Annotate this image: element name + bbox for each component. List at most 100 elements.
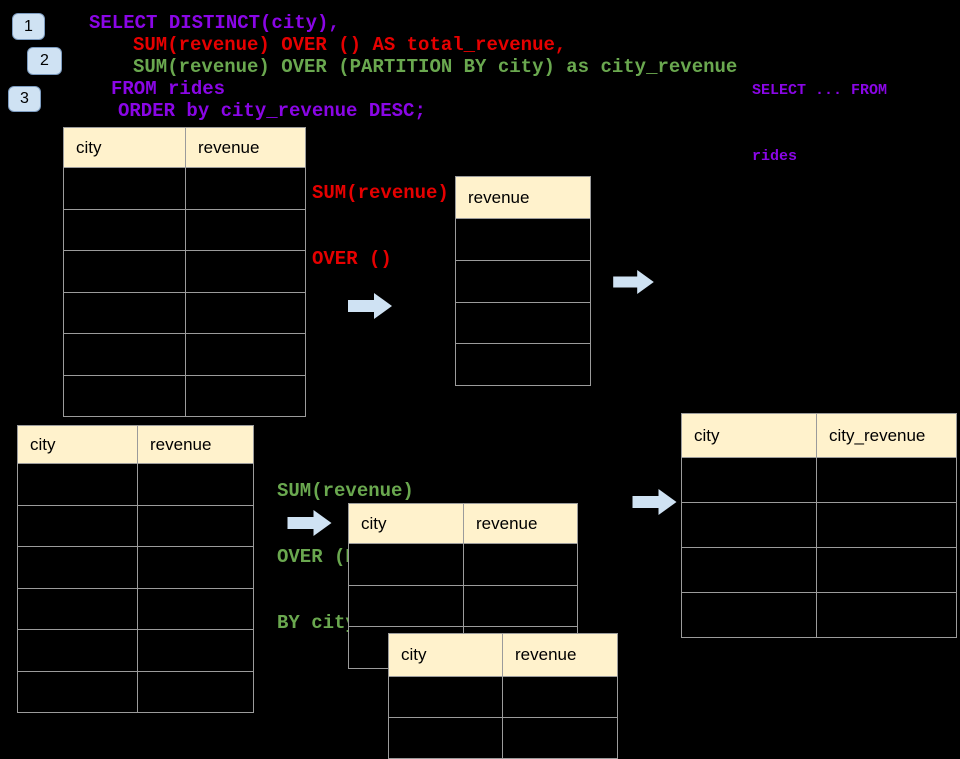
sql-line-select: SELECT DISTINCT(city), — [89, 12, 340, 34]
table-row — [388, 717, 618, 759]
empty-cell — [185, 167, 306, 210]
table-row — [348, 543, 578, 586]
table-source-top: city revenue — [63, 127, 306, 417]
label-sum-over-all-line-2: OVER () — [312, 248, 392, 270]
column-header-city: city — [348, 503, 464, 544]
empty-cell — [816, 457, 957, 503]
empty-cell — [63, 208, 186, 251]
label-sum-partition-line-1: SUM(revenue) — [277, 480, 414, 502]
empty-cell — [137, 629, 254, 672]
empty-cell — [185, 374, 306, 417]
table-row — [388, 676, 618, 718]
empty-cell — [455, 259, 591, 303]
table-row — [63, 208, 306, 251]
table-row — [681, 547, 957, 593]
empty-cell — [681, 592, 817, 638]
empty-cell — [63, 291, 186, 334]
label-sum-over-all: SUM(revenue) OVER () — [312, 138, 449, 292]
table-row — [17, 629, 254, 672]
header-row: city city_revenue — [681, 413, 957, 458]
empty-cell — [348, 543, 464, 586]
table-row — [348, 584, 578, 628]
column-header-city: city — [17, 425, 138, 464]
empty-cell — [816, 502, 957, 548]
table-row — [455, 343, 591, 387]
header-row: city revenue — [63, 127, 306, 168]
empty-cell — [137, 504, 254, 547]
empty-cell — [17, 670, 138, 713]
empty-cell — [63, 167, 186, 210]
column-header-revenue: revenue — [185, 127, 306, 168]
column-header-city-revenue: city_revenue — [816, 413, 957, 458]
empty-cell — [502, 717, 618, 759]
side-note-line-1: SELECT ... FROM — [752, 82, 888, 99]
empty-cell — [502, 676, 618, 718]
table-row — [17, 546, 254, 589]
table-partition-front: city revenue — [388, 633, 618, 759]
empty-cell — [463, 584, 578, 628]
arrow-right-icon — [348, 293, 392, 319]
sql-line-total-revenue: SUM(revenue) OVER () AS total_revenue, — [133, 34, 567, 56]
empty-cell — [388, 717, 503, 759]
empty-cell — [137, 587, 254, 630]
empty-cell — [388, 676, 503, 718]
label-sum-over-all-line-1: SUM(revenue) — [312, 182, 449, 204]
empty-cell — [185, 250, 306, 293]
empty-cell — [463, 543, 578, 586]
empty-cell — [816, 547, 957, 593]
sql-line-from: FROM rides — [111, 78, 226, 100]
sql-line-city-revenue: SUM(revenue) OVER (PARTITION BY city) as… — [133, 56, 738, 78]
empty-cell — [185, 208, 306, 251]
arrow-right-icon — [613, 270, 654, 294]
empty-cell — [455, 343, 591, 387]
empty-cell — [348, 584, 464, 628]
table-result: city city_revenue — [681, 413, 957, 638]
column-header-city: city — [63, 127, 186, 168]
table-row — [681, 502, 957, 548]
empty-cell — [455, 218, 591, 261]
table-revenue-projection: revenue — [455, 176, 591, 387]
empty-cell — [137, 670, 254, 713]
table-row — [63, 374, 306, 417]
column-header-city: city — [388, 633, 503, 677]
table-row — [17, 587, 254, 630]
empty-cell — [185, 333, 306, 376]
empty-cell — [63, 250, 186, 293]
step-badge-1: 1 — [12, 13, 45, 40]
empty-cell — [17, 546, 138, 589]
table-row — [681, 592, 957, 638]
empty-cell — [185, 291, 306, 334]
table-row — [455, 301, 591, 345]
arrow-right-icon — [287, 510, 332, 536]
header-row: city revenue — [17, 425, 254, 464]
column-header-revenue: revenue — [502, 633, 618, 677]
empty-cell — [455, 301, 591, 345]
empty-cell — [63, 333, 186, 376]
table-row — [17, 504, 254, 547]
side-note: SELECT ... FROM rides — [752, 36, 887, 190]
empty-cell — [816, 592, 957, 638]
empty-cell — [63, 374, 186, 417]
side-note-line-2: rides — [752, 148, 798, 165]
empty-cell — [681, 457, 817, 503]
header-row: city revenue — [388, 633, 618, 677]
empty-cell — [17, 504, 138, 547]
empty-cell — [681, 547, 817, 593]
empty-cell — [17, 463, 138, 506]
step-badge-3: 3 — [8, 86, 41, 112]
table-row — [63, 291, 306, 334]
step-badge-2: 2 — [27, 47, 62, 75]
table-row — [63, 250, 306, 293]
table-source-bottom: city revenue — [17, 425, 254, 713]
table-row — [63, 333, 306, 376]
empty-cell — [137, 463, 254, 506]
table-row — [63, 167, 306, 210]
table-row — [455, 259, 591, 303]
column-header-revenue: revenue — [455, 176, 591, 219]
header-row: revenue — [455, 176, 591, 219]
column-header-city: city — [681, 413, 817, 458]
table-row — [681, 457, 957, 503]
table-row — [17, 463, 254, 506]
empty-cell — [17, 587, 138, 630]
sql-line-order-by: ORDER by city_revenue DESC; — [118, 100, 426, 122]
